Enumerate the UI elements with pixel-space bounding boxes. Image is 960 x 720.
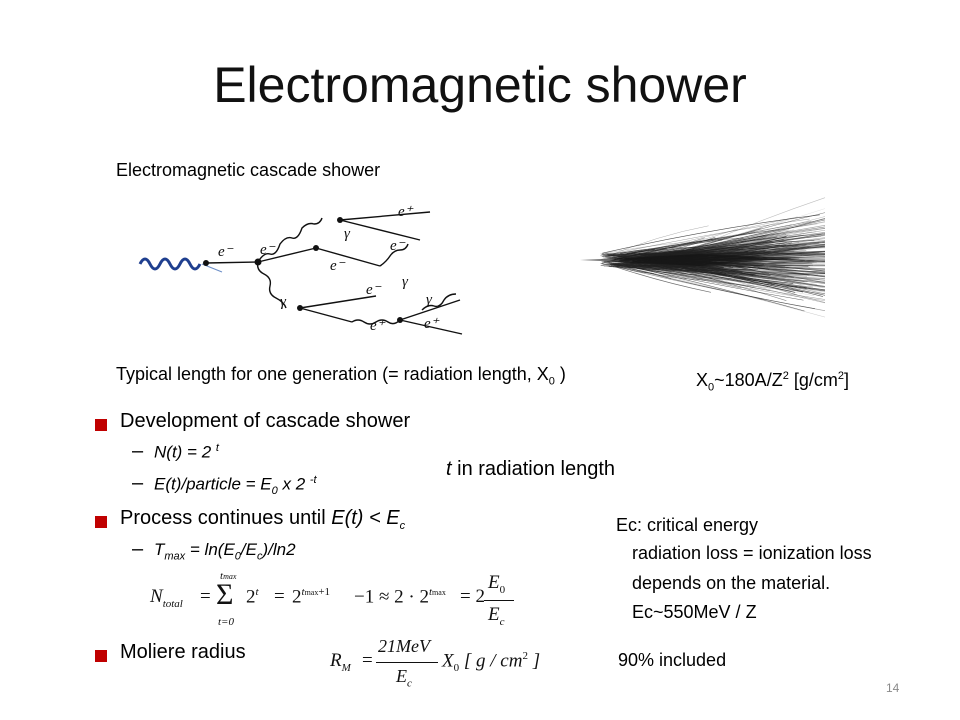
sub-bullet-n-t: N(t) = 2 t (154, 442, 219, 462)
moliere-formula: RM = 21MeV Ec X0 [ g / cm2 ] (330, 636, 541, 690)
label-gamma: γ (280, 294, 287, 310)
slide-title: Electromagnetic shower (213, 57, 747, 113)
particle-track (611, 263, 706, 281)
particle-track (631, 250, 766, 255)
ec-line-3: Ec~550MeV / Z (632, 602, 757, 622)
vertex-dot (254, 258, 262, 266)
particle-track (617, 262, 805, 312)
vertex-dot (203, 260, 209, 266)
particle-track (645, 233, 779, 260)
bullet-marker (95, 649, 107, 667)
label-e-plus: e⁺ (370, 318, 386, 334)
particle-track (639, 236, 787, 268)
vertex-dot (397, 317, 403, 323)
ec-line-2: depends on the material. (632, 573, 831, 593)
particle-track (674, 245, 787, 255)
particle-track (664, 264, 826, 287)
label-gamma: γ (402, 274, 409, 290)
particle-track (650, 236, 716, 255)
particle-track (661, 261, 804, 293)
particle-track (614, 264, 664, 271)
shower-core (580, 254, 800, 266)
particle-track (667, 240, 826, 254)
typical-length-caption: Typical length for one generation (= rad… (116, 364, 566, 388)
particle-track (654, 263, 711, 268)
n-total-formula: Ntotal = tmax Σ t=0 2t = 2tmax+1 −1 ≈ 2 … (150, 570, 550, 634)
x0-formula: X0~180A/Z2 [g/cm2] (696, 370, 849, 394)
dash-marker: – (132, 538, 144, 560)
particle-track (605, 225, 709, 258)
ec-line-1: radiation loss = ionization loss (632, 543, 872, 563)
page-number: 14 (886, 681, 900, 695)
particle-track (612, 266, 671, 279)
particle-track (602, 221, 812, 256)
shower-simulation-image (580, 197, 826, 318)
t-in-radiation-length: t in radiation length (446, 458, 616, 480)
particle-track (619, 263, 759, 270)
particle-track (605, 241, 691, 254)
sub-bullet-e-t: E(t)/particle = E0 x 2 -t (154, 474, 317, 498)
particle-track (601, 239, 723, 260)
bullet-development: Development of cascade shower (120, 410, 411, 432)
label-gamma: γ (344, 226, 351, 242)
label-e-minus: e⁻ (390, 238, 406, 254)
particle-track (644, 234, 789, 259)
label-gamma: γ (426, 292, 433, 308)
label-e-plus: e⁺ (398, 204, 414, 220)
particle-track (640, 264, 826, 301)
label-e-minus: e⁻ (260, 242, 276, 258)
particle-track (615, 264, 826, 277)
ec-title: Ec: critical energy (616, 515, 759, 535)
particle-track (675, 251, 775, 254)
bullet-moliere: Moliere radius (120, 641, 246, 663)
particle-track (629, 262, 794, 284)
particle-track (641, 262, 826, 300)
particle-track (613, 218, 810, 254)
vertex-dot (297, 305, 303, 311)
vertex-dot (313, 245, 319, 251)
bullet-marker (95, 418, 107, 436)
particle-track (619, 261, 826, 283)
label-e-minus: e⁻ (330, 258, 346, 274)
dash-marker: – (132, 440, 144, 462)
cascade-diagram: e⁻ e⁻ e⁻ e⁻ e⁺ e⁻ e⁺ e⁺ γ γ γ γ (138, 204, 463, 335)
particle-track (623, 247, 734, 255)
particle-track (623, 242, 819, 260)
particle-track (640, 266, 766, 269)
label-e-minus: e⁻ (366, 282, 382, 298)
particle-track (637, 250, 771, 259)
particle-track (600, 231, 817, 255)
label-e-minus: e⁻ (218, 244, 234, 260)
sub-bullet-tmax: Tmax = ln(E0/Ec)/ln2 (154, 540, 296, 563)
particle-track (638, 247, 826, 254)
bullet-marker (95, 515, 107, 533)
particle-track (625, 262, 755, 285)
included-note: 90% included (618, 650, 727, 670)
incoming-photon (138, 257, 202, 271)
bullet-process: Process continues until E(t) < Ec (120, 507, 406, 532)
vertex-dot (337, 217, 343, 223)
label-e-plus: e⁺ (424, 316, 440, 332)
particle-track (602, 214, 820, 254)
particle-track (621, 265, 816, 309)
particle-track (668, 264, 824, 297)
particle-track (618, 223, 818, 254)
particle-track (669, 264, 787, 278)
particle-track (603, 260, 697, 276)
particle-track (612, 263, 826, 318)
dash-marker: – (132, 472, 144, 494)
cascade-caption: Electromagnetic cascade shower (116, 160, 381, 180)
particle-track (615, 266, 711, 293)
particle-track (615, 266, 826, 312)
